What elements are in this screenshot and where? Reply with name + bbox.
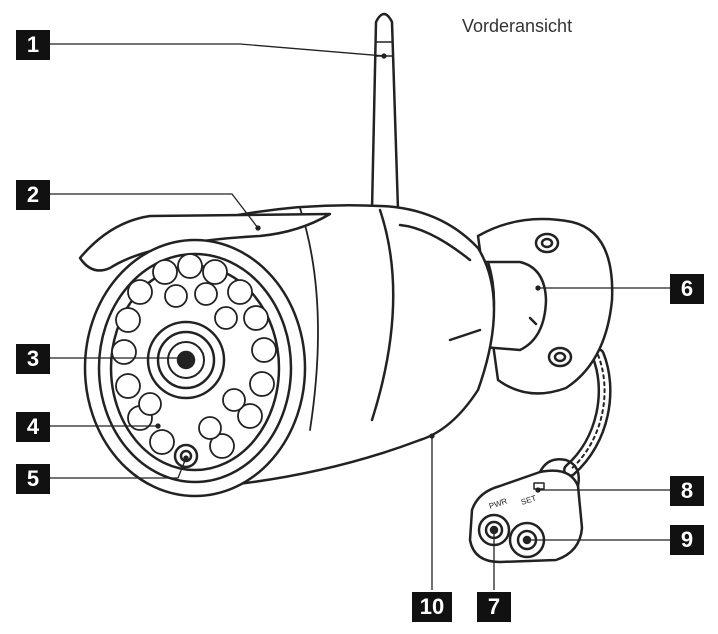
leader-1 [50,43,385,57]
callout-2: 2 [16,180,50,210]
leader-2 [48,193,259,229]
antenna [370,12,400,212]
callout-3: 3 [16,344,50,374]
leader-5 [50,457,187,479]
view-title: Vorderansicht [462,16,573,36]
callout-10: 10 [412,592,452,622]
callout-4: 4 [16,412,50,442]
callout-7: 7 [477,592,511,622]
callout-8: 8 [670,476,704,506]
sun-shield [78,212,332,272]
callout-9: 9 [670,525,704,555]
ir-led-array [111,253,277,459]
callout-5: 5 [16,464,50,494]
callout-6: 6 [670,274,704,304]
callout-1: 1 [16,30,50,60]
leader-lines [48,43,670,590]
